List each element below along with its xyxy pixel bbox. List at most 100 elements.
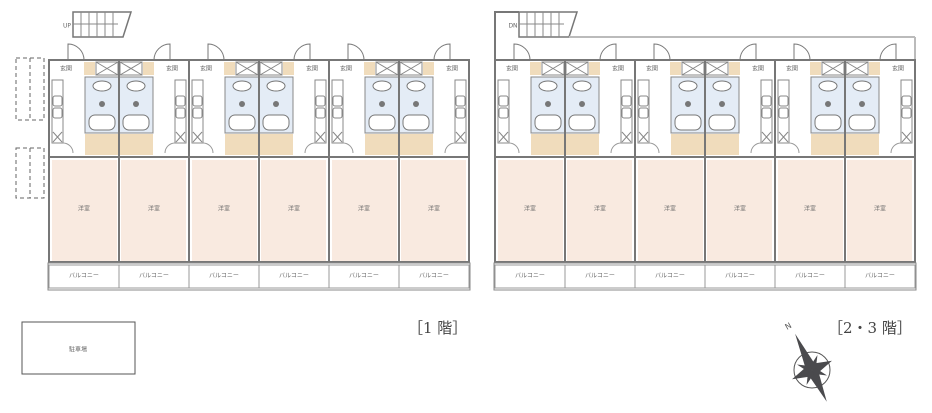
- entrance-label: 玄関: [166, 65, 178, 73]
- bathtub-icon: [262, 114, 290, 131]
- western-room-label: 洋室: [148, 205, 160, 213]
- western-room-label: 洋室: [288, 205, 300, 213]
- balcony-rail: [493, 262, 917, 291]
- stove-icon: [778, 107, 789, 119]
- balcony-label: バルコニー: [209, 273, 239, 280]
- unit-layout: [188, 43, 260, 289]
- washer-x-icon: [235, 61, 259, 76]
- unit-layout: [398, 43, 470, 289]
- unit-layout: [844, 43, 916, 289]
- stove-icon: [315, 95, 326, 107]
- entry-door-icon: [293, 43, 311, 61]
- storage: [670, 62, 681, 75]
- entry-door-icon: [739, 43, 757, 61]
- stove-icon: [761, 95, 772, 107]
- fridge-x-icon: [901, 131, 912, 143]
- stove-icon: [621, 95, 632, 107]
- unit-layout: [494, 43, 566, 289]
- washer-x-icon: [119, 61, 143, 76]
- western-room: [498, 160, 563, 261]
- balcony-label: バルコニー: [419, 273, 449, 280]
- unit-layout: [48, 43, 120, 289]
- western-room: [332, 160, 397, 261]
- entry-door-icon: [67, 43, 85, 61]
- unit-layout: [774, 43, 846, 289]
- door-swing-icon: [202, 142, 214, 154]
- storage: [283, 62, 294, 75]
- balcony-label: バルコニー: [655, 273, 685, 280]
- balcony-label: バルコニー: [279, 273, 309, 280]
- toilet-icon: [406, 80, 426, 92]
- toilet-icon: [572, 80, 592, 92]
- door-swing-icon: [610, 142, 622, 154]
- staircase: UP: [63, 11, 133, 38]
- entry-door-icon: [347, 43, 365, 61]
- sink-icon: [413, 101, 419, 107]
- sink-icon: [685, 101, 691, 107]
- stove-icon: [901, 107, 912, 119]
- western-room-label: 洋室: [804, 205, 816, 213]
- balcony-label: バルコニー: [139, 273, 169, 280]
- floor-2-3-building: DN玄関洋室バルコニー玄関洋室バルコニー玄関洋室バルコニー玄関洋室バルコニー玄関…: [493, 11, 917, 291]
- entrance-label: 玄関: [506, 65, 518, 73]
- sink-icon: [825, 101, 831, 107]
- stove-icon: [778, 95, 789, 107]
- entry-door-icon: [207, 43, 225, 61]
- stove-icon: [175, 95, 186, 107]
- unit-layout: [704, 43, 776, 289]
- storage: [810, 62, 821, 75]
- balcony-label: バルコニー: [725, 273, 755, 280]
- bathtub-icon: [368, 114, 396, 131]
- western-room: [847, 160, 912, 261]
- storage: [423, 62, 434, 75]
- entry-door-icon: [793, 43, 811, 61]
- unit-layout: [118, 43, 190, 289]
- balcony-label: バルコニー: [515, 273, 545, 280]
- bathtub-icon: [568, 114, 596, 131]
- western-room-label: 洋室: [428, 205, 440, 213]
- western-room: [778, 160, 843, 261]
- sink-icon: [859, 101, 865, 107]
- compass-icon: N: [784, 321, 832, 402]
- closet: [705, 134, 739, 155]
- storage: [589, 62, 600, 75]
- washer-x-icon: [565, 61, 589, 76]
- storage: [143, 62, 154, 75]
- fridge-x-icon: [621, 131, 632, 143]
- entrance-label: 玄関: [340, 65, 352, 73]
- toilet-icon: [92, 80, 112, 92]
- door-swing-icon: [508, 142, 520, 154]
- stove-icon: [192, 107, 203, 119]
- building-wall: [48, 59, 470, 263]
- door-swing-icon: [62, 142, 74, 154]
- entry-door-icon: [433, 43, 451, 61]
- fridge-x-icon: [52, 131, 63, 143]
- storage: [729, 62, 740, 75]
- bathtub-icon: [708, 114, 736, 131]
- unit-layout: [564, 43, 636, 289]
- stove-icon: [761, 107, 772, 119]
- building-wall: [494, 59, 916, 263]
- toilet-icon: [538, 80, 558, 92]
- balcony-label: バルコニー: [585, 273, 615, 280]
- corridor-wall: [494, 11, 519, 60]
- fridge-x-icon: [192, 131, 203, 143]
- balcony: [844, 264, 916, 289]
- entry-door-icon: [879, 43, 897, 61]
- door-swing-icon: [164, 142, 176, 154]
- unit-layout: [634, 43, 706, 289]
- entrance-label: 玄関: [200, 65, 212, 73]
- closet: [85, 134, 119, 155]
- closet: [119, 134, 153, 155]
- western-room-label: 洋室: [594, 205, 606, 213]
- western-room-label: 洋室: [218, 205, 230, 213]
- storage: [869, 62, 880, 75]
- sink-icon: [719, 101, 725, 107]
- balcony: [398, 264, 470, 289]
- western-room: [567, 160, 632, 261]
- washer-x-icon: [259, 61, 283, 76]
- door-swing-icon: [304, 142, 316, 154]
